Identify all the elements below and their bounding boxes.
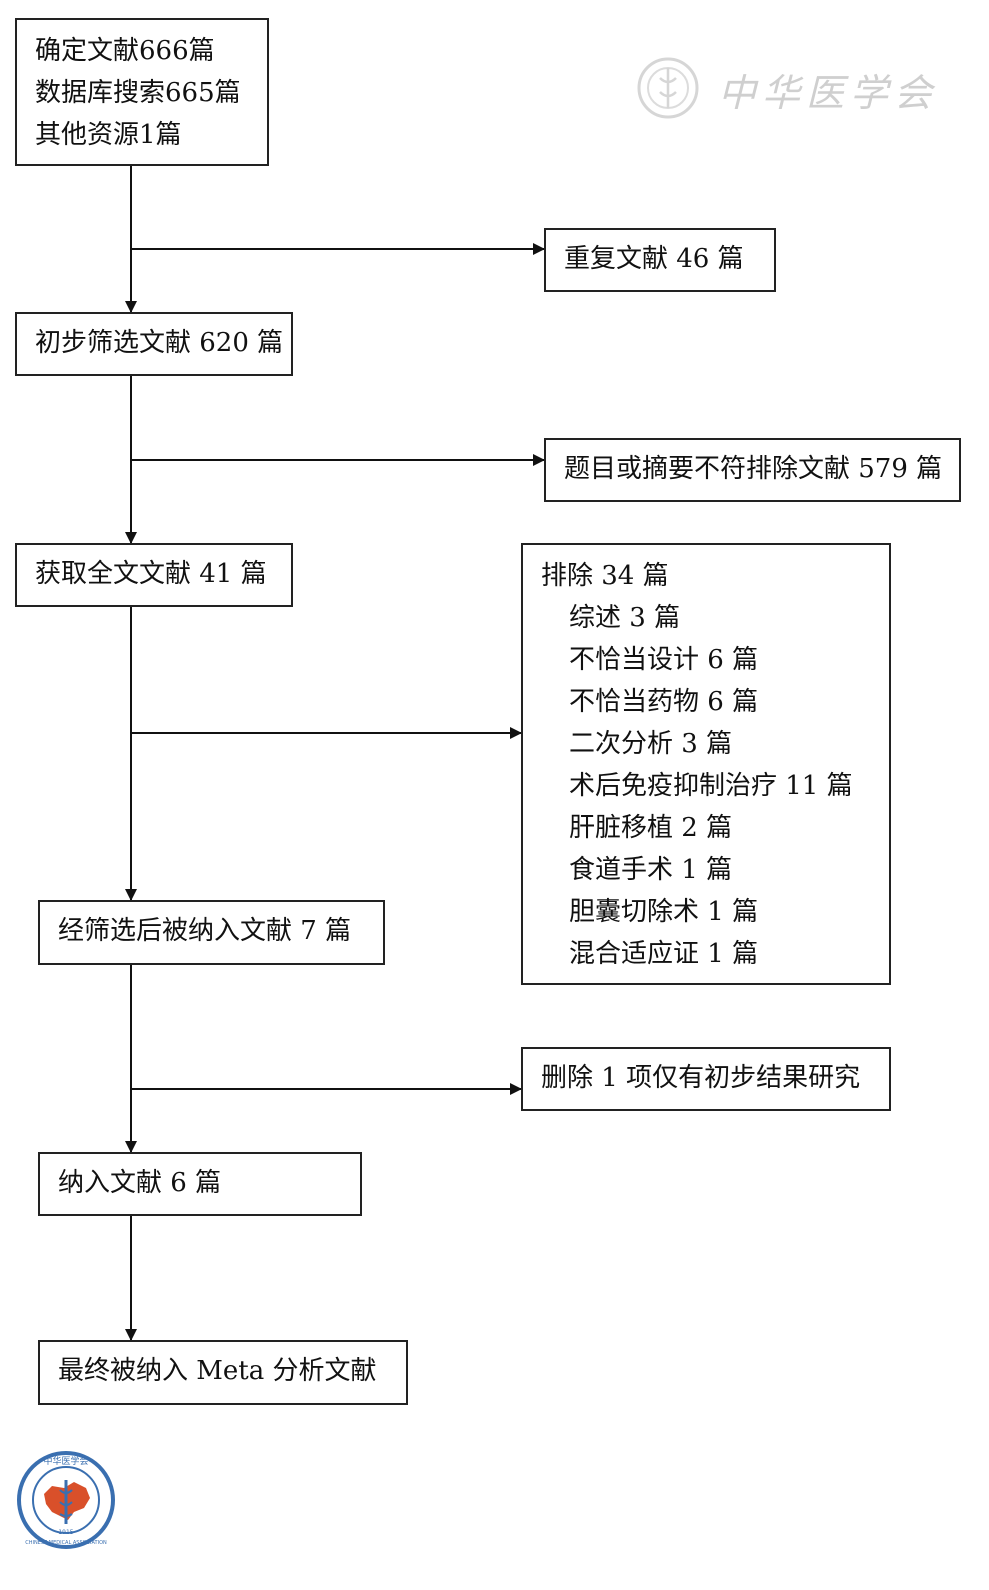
logo-chinese-text: 中华医学会 [43, 1455, 88, 1467]
box-included: 纳入文献 6 篇 [38, 1152, 362, 1216]
identified-line-total: 确定文献666篇 [35, 36, 215, 66]
box-fulltext: 获取全文文献 41 篇 [15, 543, 293, 607]
removed-prelim-label: 删除 1 项仅有初步结果研究 [541, 1063, 861, 1093]
fulltext-label: 获取全文文献 41 篇 [35, 559, 267, 589]
reason-item: 综述 3 篇 [569, 603, 681, 633]
final-label: 最终被纳入 Meta 分析文献 [58, 1356, 377, 1386]
screened-label: 初步筛选文献 620 篇 [35, 328, 284, 358]
cma-logo-icon: 中华医学会 CHINESE MEDICAL ASSOCIATION 1915 [17, 1451, 115, 1549]
box-included-after: 经筛选后被纳入文献 7 篇 [38, 900, 385, 965]
box-duplicates: 重复文献 46 篇 [544, 228, 776, 292]
reason-item: 混合适应证 1 篇 [569, 939, 759, 969]
duplicates-label: 重复文献 46 篇 [564, 244, 744, 274]
logo-year-text: 1915 [58, 1529, 73, 1536]
box-screened: 初步筛选文献 620 篇 [15, 312, 293, 376]
included-label: 纳入文献 6 篇 [58, 1168, 222, 1198]
excluded-fulltext-title: 排除 34 篇 [541, 561, 669, 591]
watermark-text: 中华医学会 [718, 71, 939, 115]
box-excluded-fulltext: 排除 34 篇 综述 3 篇 不恰当设计 6 篇 不恰当药物 6 篇 二次分析 … [521, 543, 891, 985]
box-excluded-title: 题目或摘要不符排除文献 579 篇 [544, 438, 961, 502]
reason-item: 术后免疫抑制治疗 11 篇 [569, 771, 853, 801]
watermark-seal-icon [637, 57, 699, 119]
reason-item: 胆囊切除术 1 篇 [569, 897, 759, 927]
box-final: 最终被纳入 Meta 分析文献 [38, 1340, 408, 1405]
identified-line-other: 其他资源1篇 [35, 120, 182, 150]
reason-item: 不恰当设计 6 篇 [569, 645, 759, 675]
box-removed-prelim: 删除 1 项仅有初步结果研究 [521, 1047, 891, 1111]
reason-item: 食道手术 1 篇 [569, 855, 733, 885]
reason-item: 二次分析 3 篇 [569, 729, 733, 759]
box-identified: 确定文献666篇 数据库搜索665篇 其他资源1篇 [15, 18, 269, 166]
reason-item: 不恰当药物 6 篇 [569, 687, 759, 717]
excluded-title-label: 题目或摘要不符排除文献 579 篇 [564, 454, 943, 484]
logo-english-text: CHINESE MEDICAL ASSOCIATION [25, 1540, 107, 1546]
included-after-label: 经筛选后被纳入文献 7 篇 [58, 916, 352, 946]
reason-item: 肝脏移植 2 篇 [569, 813, 733, 843]
identified-line-database: 数据库搜索665篇 [35, 78, 241, 108]
